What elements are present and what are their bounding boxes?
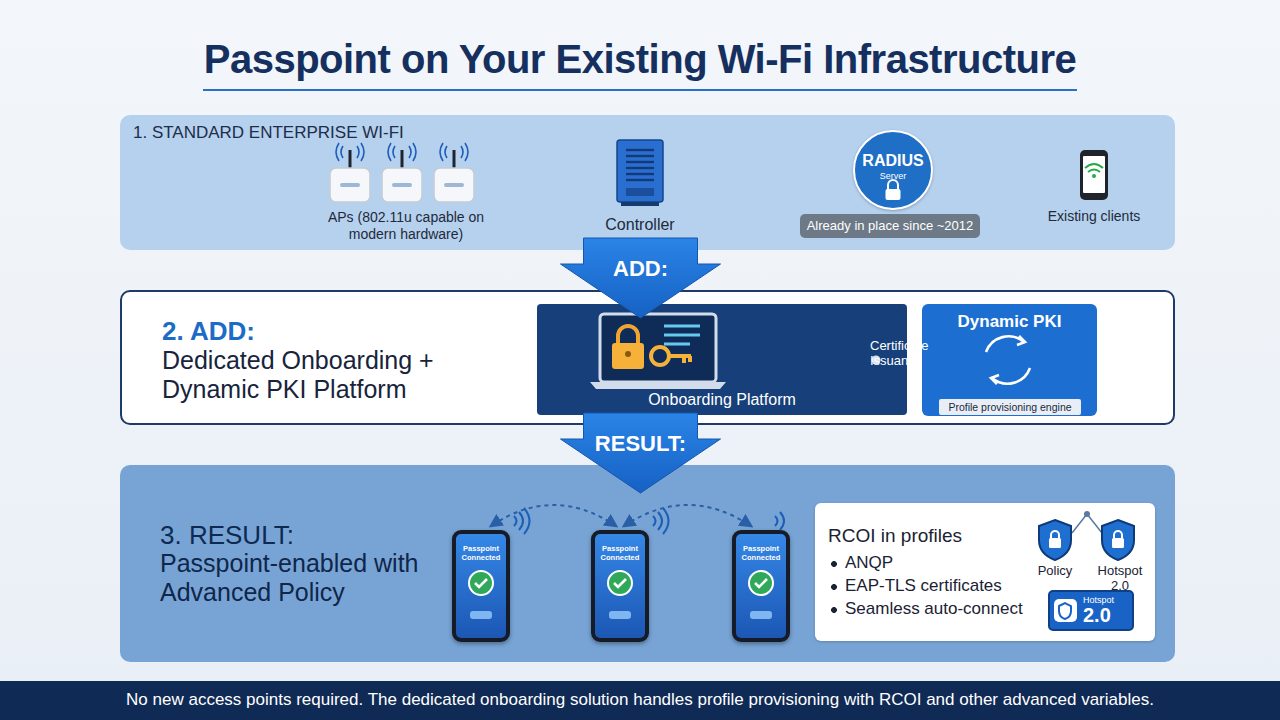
node-text: Passpoint Connected — [456, 544, 506, 562]
wifi-waves — [514, 508, 784, 534]
node-text: Hotspot — [1083, 595, 1133, 605]
feature-panel: RCOI in profilesANQP EAP-TLS certificates… — [815, 503, 1155, 641]
node-text: 2.0 — [1083, 604, 1133, 626]
status-pill: Already in place since ~2012 — [800, 214, 980, 238]
controller-icon — [617, 140, 663, 206]
node-text: Dedicated Onboarding + Dynamic PKI Platf… — [162, 346, 522, 404]
tier-band: 3. RESULT:Passpoint-enabled with Advance… — [120, 465, 1175, 662]
phone-icon — [1080, 150, 1108, 200]
tier-band: 2. ADD:Dedicated Onboarding + Dynamic PK… — [120, 290, 1175, 425]
node-text: Passpoint Connected — [595, 544, 645, 562]
node-text: Already in place since ~2012 — [800, 214, 980, 238]
node-text: RADIUS — [855, 152, 931, 170]
engine-tag: Profile provisioning engine — [939, 399, 1081, 415]
node-text: Onboarding Platform — [537, 390, 907, 409]
node-text: EAP-TLS certificates — [829, 576, 1039, 596]
laptop-icon — [590, 314, 726, 389]
node-text: Dynamic PKI — [922, 312, 1097, 332]
lock-icon — [886, 180, 901, 200]
badge-icon — [1054, 599, 1077, 622]
footer-caption: No new access points required. The dedic… — [0, 690, 1280, 710]
access-point-icons — [330, 143, 474, 202]
footer-bar — [0, 681, 1280, 720]
pki-box: Dynamic PKI Profile provisioning engine — [922, 304, 1097, 416]
node-text: RCOI in profiles — [828, 525, 1028, 547]
title-underline — [203, 89, 1077, 91]
platform-box: Onboarding Platform — [537, 304, 907, 415]
hotspot-badge: Hotspot2.0 — [1048, 590, 1134, 631]
node-text: Passpoint Connected — [736, 544, 786, 562]
arrow-label: ADD: — [561, 256, 721, 282]
phone-screen: Passpoint Connected — [732, 530, 790, 642]
node-text: 2. ADD: — [162, 316, 462, 346]
cycle-arrows-icon — [986, 336, 1030, 384]
node-text: 1. STANDARD ENTERPRISE WI-FI — [133, 123, 533, 143]
dashed-link — [624, 505, 751, 526]
phone-screen: Passpoint Connected — [591, 530, 649, 642]
node-text: ANQP — [829, 553, 1039, 573]
node-text: Passpoint-enabled with Advanced Policy — [160, 549, 460, 607]
dashed-link — [491, 505, 616, 526]
node-text: 3. RESULT: — [160, 520, 460, 550]
flow-arrow — [561, 238, 721, 318]
connector-dot — [872, 356, 881, 365]
phone-screen: Passpoint Connected — [452, 530, 510, 642]
arrow-label: RESULT: — [561, 431, 721, 457]
node-text: Profile provisioning engine — [939, 399, 1081, 415]
shield-icons — [1039, 511, 1134, 560]
node-text: Seamless auto-connect — [829, 599, 1039, 619]
flow-arrow — [561, 413, 721, 493]
node-text: Server — [855, 171, 931, 181]
check-icons — [469, 571, 773, 619]
tier-band: 1. STANDARD ENTERPRISE WI-FI RADIUSServer… — [120, 115, 1175, 250]
server-circle: RADIUSServer — [853, 130, 933, 210]
diagram-title: Passpoint on Your Existing Wi-Fi Infrast… — [0, 36, 1280, 82]
